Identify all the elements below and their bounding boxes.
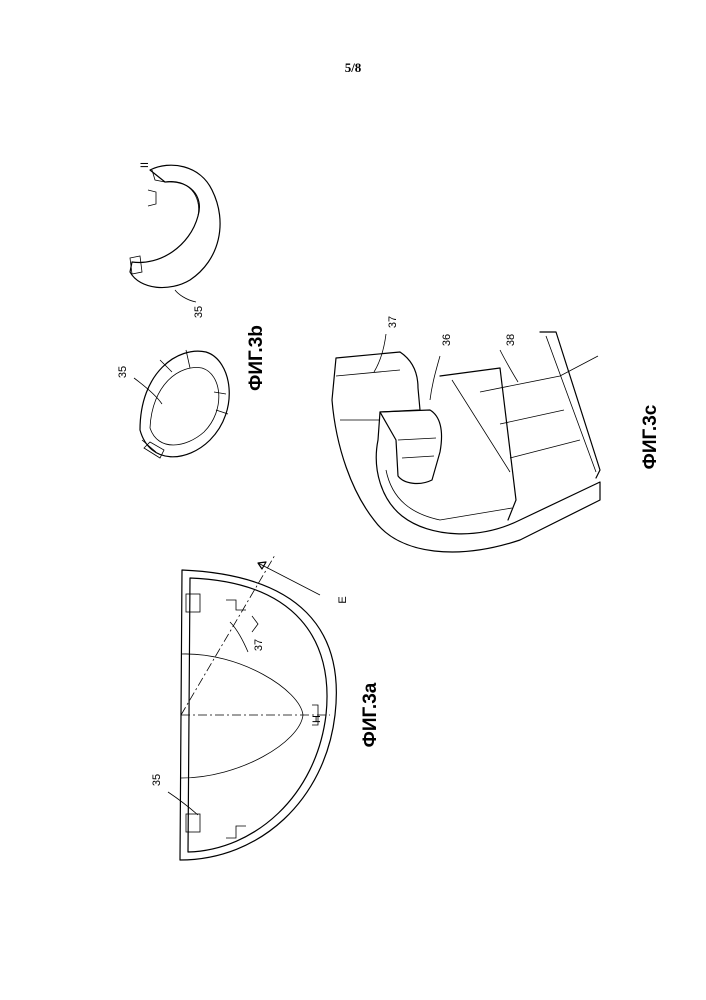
fig3a-title: ФИГ.3а	[360, 682, 381, 747]
fig3b-title: ФИГ.3b	[246, 325, 267, 391]
fig3b-ref-35-left: 35	[117, 366, 129, 378]
fig3b-mark-II: II	[139, 162, 151, 168]
figure-3c-drawing	[332, 332, 600, 552]
fig3c-ref-36: 36	[441, 334, 453, 346]
fig3c-ref-37: 37	[387, 316, 399, 328]
fig3a-ref-35: 35	[151, 774, 163, 786]
figure-3b-drawing	[130, 165, 229, 458]
fig3a-ref-E: E	[337, 596, 349, 603]
fig3c-ref-38: 38	[505, 334, 517, 346]
fig3a-mark-H: H	[311, 715, 323, 723]
fig3b-ref-35-right: 35	[193, 306, 205, 318]
fig3c-title: ФИГ.3с	[640, 404, 661, 469]
fig3a-ref-37: 37	[253, 639, 265, 651]
figure-3a-drawing	[168, 555, 336, 860]
